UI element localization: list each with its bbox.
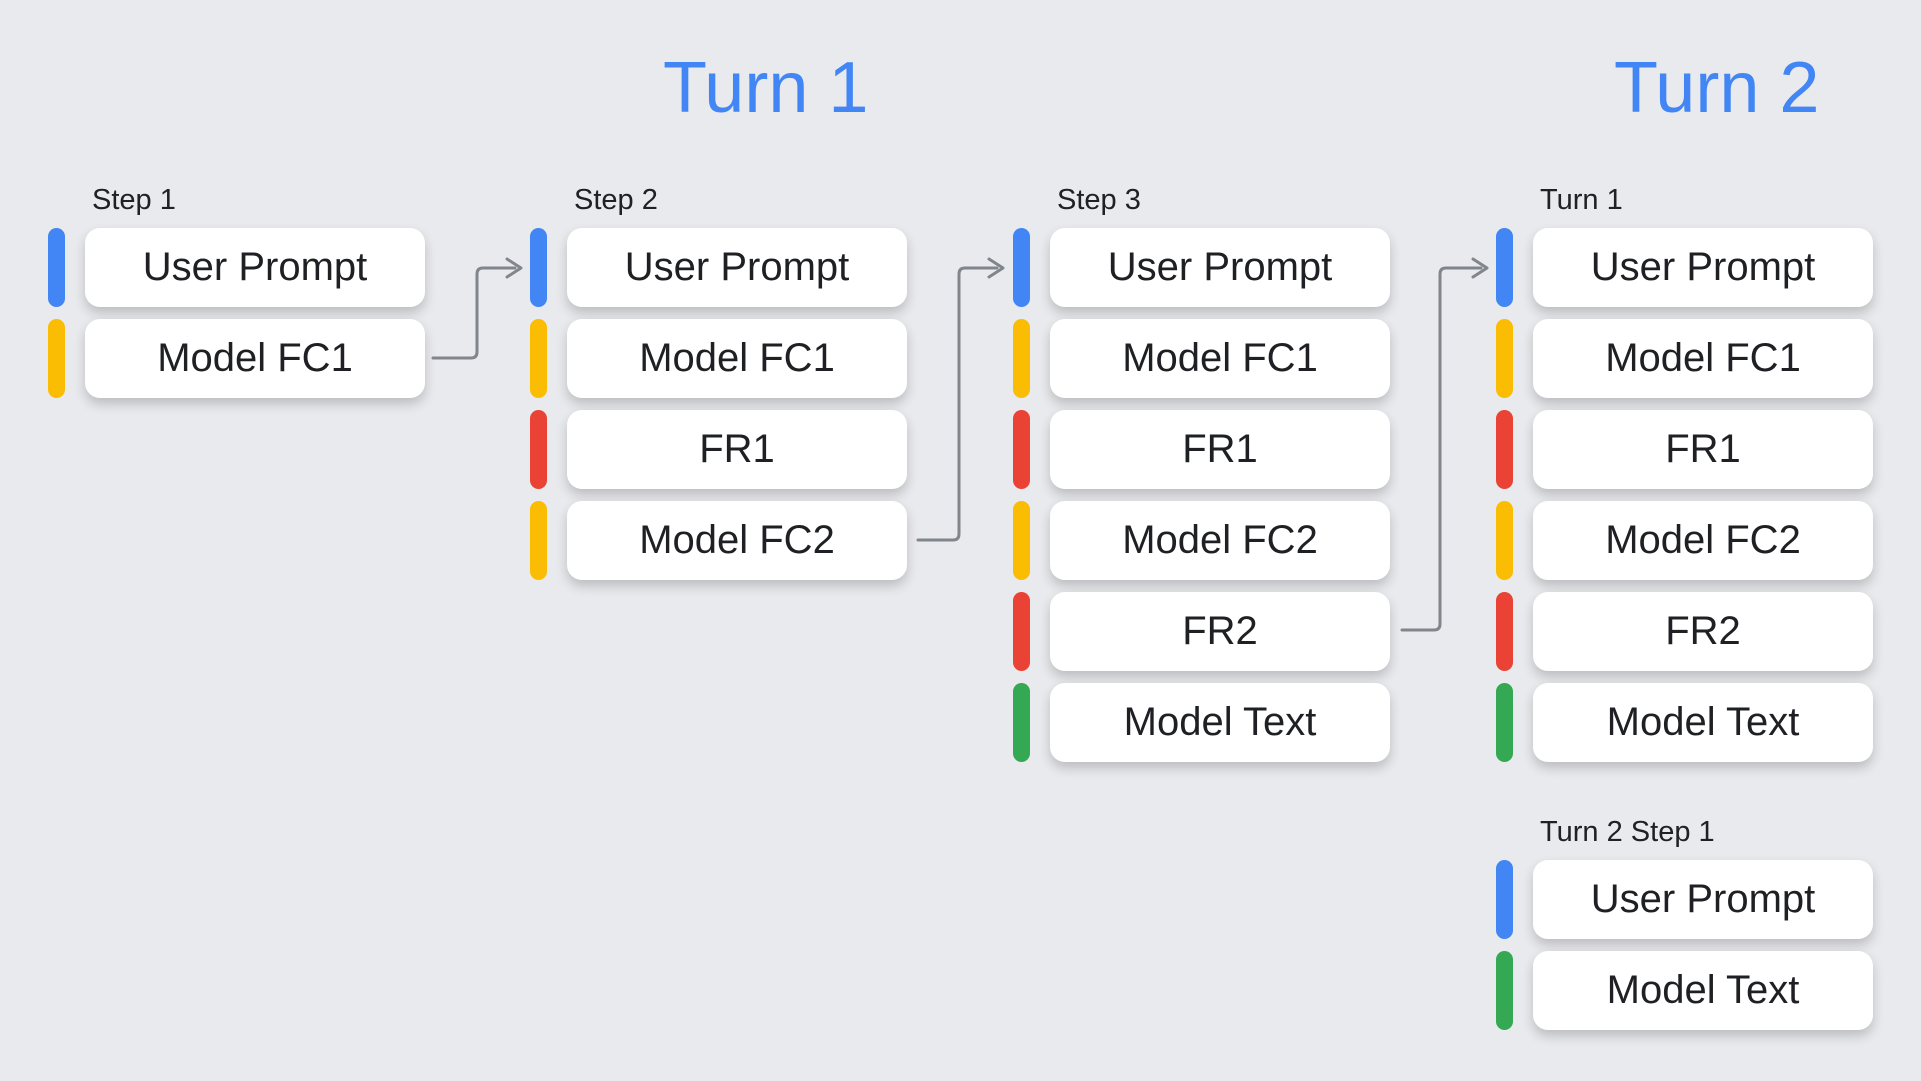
block-turn2-step1-user-prompt: User Prompt [1533, 860, 1873, 939]
column-label-step2: Step 2 [574, 184, 658, 216]
block-step2-fr1: FR1 [567, 410, 907, 489]
block-label: Model FC2 [1122, 518, 1318, 562]
block-label: Model FC2 [1605, 518, 1801, 562]
bar-step2-model-fc1 [530, 319, 547, 398]
block-step2-user-prompt: User Prompt [567, 228, 907, 307]
block-step3-user-prompt: User Prompt [1050, 228, 1390, 307]
bar-step2-model-fc2 [530, 501, 547, 580]
block-label: Model FC2 [639, 518, 835, 562]
block-label: Model FC1 [157, 336, 353, 380]
block-label: User Prompt [624, 245, 850, 289]
bar-step2-fr1 [530, 410, 547, 489]
block-step3-fr1: FR1 [1050, 410, 1390, 489]
block-turn1-model-fc2: Model FC2 [1533, 501, 1873, 580]
column-label-turn2-step1: Turn 2 Step 1 [1540, 816, 1715, 848]
block-label: User Prompt [142, 245, 368, 289]
block-step3-model-fc2: Model FC2 [1050, 501, 1390, 580]
bar-step3-user-prompt [1013, 228, 1030, 307]
column-label-step3: Step 3 [1057, 184, 1141, 216]
block-turn1-fr2: FR2 [1533, 592, 1873, 671]
block-label: Model FC1 [1605, 336, 1801, 380]
bar-step1-model-fc1 [48, 319, 65, 398]
block-label: FR1 [1182, 427, 1258, 471]
arrow-step2-model-fc2-to-step3-user-prompt [916, 257, 1005, 542]
column-label-turn1: Turn 1 [1540, 184, 1623, 216]
bar-step3-fr1 [1013, 410, 1030, 489]
block-turn1-model-fc1: Model FC1 [1533, 319, 1873, 398]
block-turn2-step1-model-text: Model Text [1533, 951, 1873, 1030]
block-label: User Prompt [1107, 245, 1333, 289]
block-turn1-model-text: Model Text [1533, 683, 1873, 762]
bar-turn1-user-prompt [1496, 228, 1513, 307]
bar-turn1-model-fc1 [1496, 319, 1513, 398]
turn-2-title: Turn 2 [1614, 48, 1820, 128]
block-label: FR1 [1665, 427, 1741, 471]
bar-turn2-step1-model-text [1496, 951, 1513, 1030]
bar-step3-model-text [1013, 683, 1030, 762]
bar-turn1-model-text [1496, 683, 1513, 762]
column-label-step1: Step 1 [92, 184, 176, 216]
block-label: Model FC1 [1122, 336, 1318, 380]
block-turn1-user-prompt: User Prompt [1533, 228, 1873, 307]
block-step3-model-fc1: Model FC1 [1050, 319, 1390, 398]
bar-turn2-step1-user-prompt [1496, 860, 1513, 939]
turn-1-title: Turn 1 [663, 48, 869, 128]
block-label: Model Text [1606, 968, 1800, 1012]
block-step2-model-fc1: Model FC1 [567, 319, 907, 398]
block-turn1-fr1: FR1 [1533, 410, 1873, 489]
bar-step3-fr2 [1013, 592, 1030, 671]
bar-step2-user-prompt [530, 228, 547, 307]
block-step3-fr2: FR2 [1050, 592, 1390, 671]
block-label: Model Text [1606, 700, 1800, 744]
block-step1-user-prompt: User Prompt [85, 228, 425, 307]
arrow-step3-fr2-to-turn1-user-prompt [1400, 257, 1489, 632]
block-step3-model-text: Model Text [1050, 683, 1390, 762]
block-step1-model-fc1: Model FC1 [85, 319, 425, 398]
bar-step3-model-fc1 [1013, 319, 1030, 398]
bar-step1-user-prompt [48, 228, 65, 307]
block-label: Model FC1 [639, 336, 835, 380]
bar-turn1-fr1 [1496, 410, 1513, 489]
bar-turn1-model-fc2 [1496, 501, 1513, 580]
block-label: FR2 [1182, 609, 1258, 653]
block-label: Model Text [1123, 700, 1317, 744]
block-step2-model-fc2: Model FC2 [567, 501, 907, 580]
block-label: FR1 [699, 427, 775, 471]
block-label: User Prompt [1590, 245, 1816, 289]
bar-step3-model-fc2 [1013, 501, 1030, 580]
arrow-step1-model-fc1-to-step2-user-prompt [431, 257, 523, 360]
bar-turn1-fr2 [1496, 592, 1513, 671]
block-label: FR2 [1665, 609, 1741, 653]
block-label: User Prompt [1590, 877, 1816, 921]
